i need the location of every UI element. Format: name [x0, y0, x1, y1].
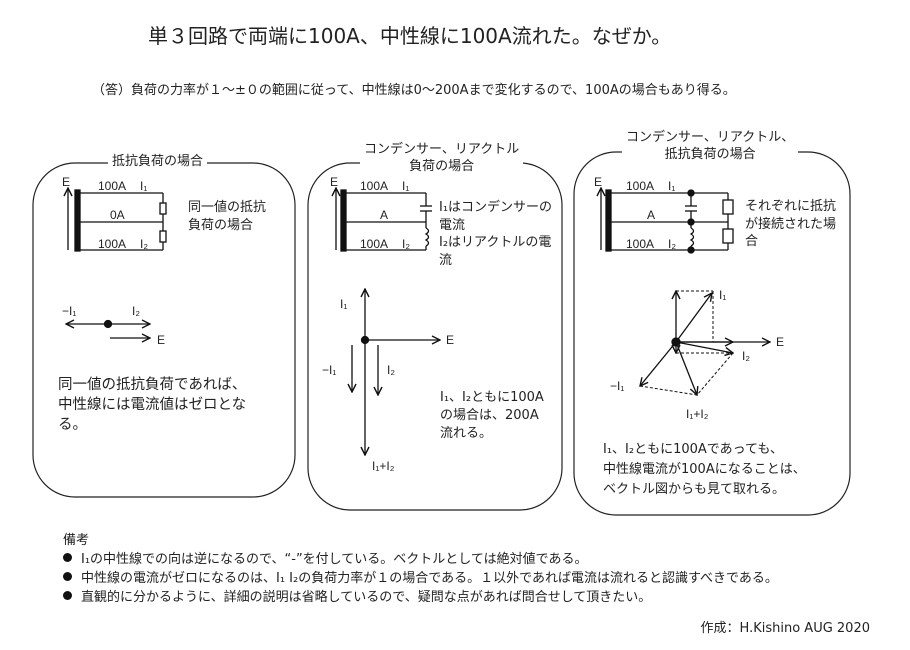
sum-label: I₁+I₂ — [686, 407, 709, 421]
i1-label: I₁ — [340, 297, 347, 311]
explanation-lc: I₁、I₂ともに100A の場合は、200A 流れる。 — [440, 389, 544, 443]
side-text-lcr: それぞれに抵抗 が接続された場 合 — [745, 198, 836, 251]
text-line: る。 — [58, 417, 87, 433]
title-line: コンデンサー、リアクトル、 — [626, 130, 795, 145]
notes-section: 備考 I₁の中性線での向は逆になるので、“-”を付している。ベクトルとしては絶対… — [63, 531, 778, 607]
mid-current: A — [380, 208, 388, 222]
top-current: 100A — [626, 179, 654, 193]
note-item: 直観的に分かるように、詳細の説明は省略しているので、疑問な点があれば問合せして頂… — [63, 588, 778, 607]
text-line: 電流 — [439, 217, 466, 233]
text-line: 流れる。 — [440, 426, 493, 441]
i2-label: I₂ — [668, 237, 676, 251]
text-line: 同一値の抵抗 — [188, 200, 267, 215]
side-text-lc: I₁はコンデンサーの 電流 I₂はリアクトルの電 流 — [439, 199, 552, 269]
panel-title-lc: コンデンサー、リアクトル 負荷の場合 — [360, 141, 524, 175]
note-text: 中性線の電流がゼロになるのは、I₁ I₂の負荷力率が１の場合である。１以外であれ… — [81, 571, 778, 586]
text-line: 中性線電流が100Aになることは、 — [603, 462, 806, 477]
title-line: コンデンサー、リアクトル — [364, 142, 520, 157]
i2-label: I₂ — [742, 349, 750, 363]
panel-title-resistive: 抵抗負荷の場合 — [108, 150, 208, 169]
bottom-current: 100A — [626, 237, 654, 251]
circuit-lcr — [601, 188, 734, 254]
text-line: の場合は、200A — [440, 408, 539, 423]
circuit-resistive — [68, 188, 167, 252]
panel-title-lcr: コンデンサー、リアクトル、 抵抗負荷の場合 — [622, 129, 799, 163]
e-label: E — [446, 333, 454, 347]
neg-i1-label: −I₁ — [322, 363, 336, 377]
text-line: I₁はコンデンサーの — [439, 200, 553, 215]
text-line: が接続された場 — [745, 216, 837, 232]
i1-label: I₁ — [668, 179, 675, 193]
vector-lcr — [640, 291, 770, 395]
sum-label: I₁+I₂ — [372, 459, 395, 473]
bullet-icon — [63, 591, 72, 600]
title-line: 抵抗負荷の場合 — [664, 147, 756, 162]
note-item: I₁の中性線での向は逆になるので、“-”を付している。ベクトルとしては絶対値であ… — [63, 550, 778, 569]
mid-current: 0A — [110, 208, 125, 222]
text-line: I₂はリアクトルの電 — [439, 235, 552, 250]
text-line: 流 — [439, 252, 453, 268]
e-label: E — [594, 175, 602, 189]
title-line: 負荷の場合 — [409, 159, 475, 174]
text-line: 合 — [745, 234, 759, 249]
i2-label: I₂ — [132, 304, 140, 318]
vector-lc — [352, 289, 440, 455]
e-label: E — [62, 175, 70, 189]
i1-label: I₁ — [140, 179, 147, 193]
neg-i1-label: −I₁ — [610, 379, 624, 393]
vector-resistive — [66, 321, 150, 339]
text-line: 同一値の抵抗負荷であれば、 — [58, 377, 247, 393]
e-label: E — [776, 335, 784, 349]
page-title: 単３回路で両端に100A、中性線に100A流れた。なぜか。 — [148, 24, 672, 48]
i2-label: I₂ — [140, 237, 148, 251]
text-line: I₁、I₂ともに100Aであっても、 — [603, 442, 783, 457]
text-line: 負荷の場合 — [188, 217, 254, 233]
note-item: 中性線の電流がゼロになるのは、I₁ I₂の負荷力率が１の場合である。１以外であれ… — [63, 569, 778, 588]
bottom-current: 100A — [360, 237, 388, 251]
i1-label: I₁ — [402, 179, 409, 193]
note-text: 直観的に分かるように、詳細の説明は省略しているので、疑問な点があれば問合せして頂… — [81, 590, 652, 605]
explanation-resistive: 同一値の抵抗負荷であれば、 中性線には電流値はゼロとな る。 — [58, 375, 246, 435]
bullet-icon — [63, 553, 72, 562]
neg-i1-label: −I₁ — [62, 304, 76, 318]
mid-current: A — [647, 208, 655, 222]
author-credit: 作成：H.Kishino AUG 2020 — [700, 621, 870, 636]
i1-label: I₁ — [719, 288, 726, 302]
text-line: I₁、I₂ともに100A — [440, 390, 544, 405]
notes-heading: 備考 — [63, 533, 90, 548]
top-current: 100A — [360, 179, 388, 193]
bullet-icon — [63, 572, 72, 581]
circuit-lc — [336, 188, 432, 252]
text-line: ベクトル図からも見て取れる。 — [603, 482, 786, 497]
answer-text: （答）負荷の力率が１～±０の範囲に従って、中性線は0～200Aまで変化するので、… — [92, 83, 736, 98]
note-text: I₁の中性線での向は逆になるので、“-”を付している。ベクトルとしては絶対値であ… — [81, 552, 588, 567]
text-line: それぞれに抵抗 — [745, 199, 837, 214]
text-line: 中性線には電流値はゼロとな — [58, 397, 247, 413]
i2-label: I₂ — [387, 363, 395, 377]
bottom-current: 100A — [98, 237, 126, 251]
explanation-lcr: I₁、I₂ともに100Aであっても、 中性線電流が100Aになることは、 ベクト… — [603, 440, 806, 500]
side-text-resistive: 同一値の抵抗 負荷の場合 — [188, 199, 266, 234]
e-label: E — [157, 333, 165, 347]
top-current: 100A — [98, 179, 126, 193]
e-label: E — [330, 175, 338, 189]
i2-label: I₂ — [402, 237, 410, 251]
